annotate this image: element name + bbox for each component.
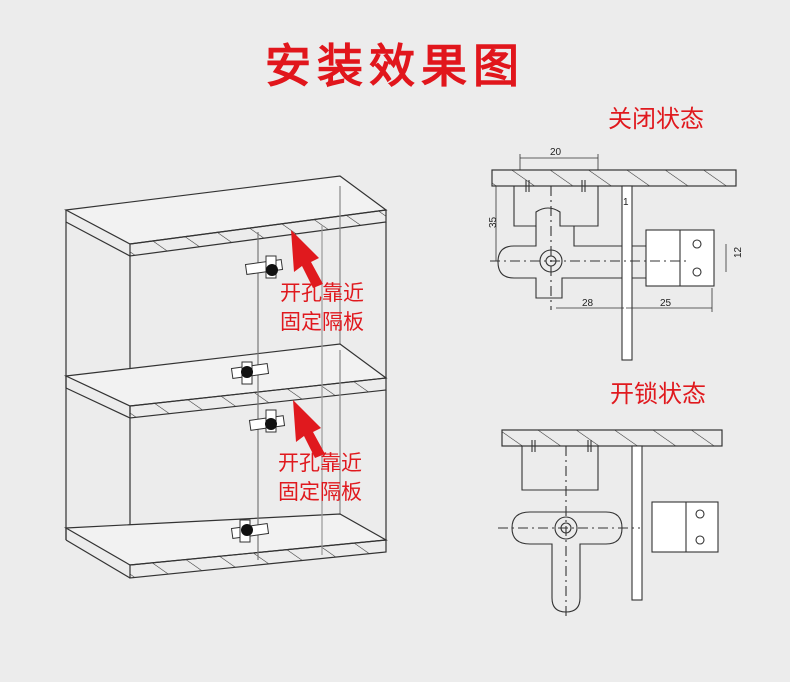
dim-25: 25	[660, 298, 672, 309]
dim-1: 1	[623, 197, 629, 208]
lock-middle	[230, 361, 270, 385]
lock-bottom	[230, 519, 270, 543]
note-top-line1: 开孔靠近	[280, 281, 364, 305]
page-title: 安装效果图	[265, 39, 525, 93]
note-bottom-line1: 开孔靠近	[278, 451, 362, 475]
dim-28: 28	[582, 298, 594, 309]
note-top-line2: 固定隔板	[280, 310, 364, 334]
closed-state-label: 关闭状态	[608, 105, 704, 133]
lock-top	[244, 255, 284, 279]
arrow-bottom	[293, 400, 325, 458]
arrow-top	[291, 230, 323, 288]
dim-20: 20	[550, 147, 562, 158]
cabinet-drawing	[63, 175, 388, 579]
lock-lower-top	[248, 409, 286, 433]
open-state-drawing	[498, 429, 723, 616]
note-bottom-line2: 固定隔板	[278, 480, 362, 504]
closed-state-drawing	[490, 154, 737, 361]
dim-35: 35	[488, 216, 499, 228]
dim-12: 12	[733, 246, 744, 258]
open-state-label: 开锁状态	[610, 380, 706, 408]
